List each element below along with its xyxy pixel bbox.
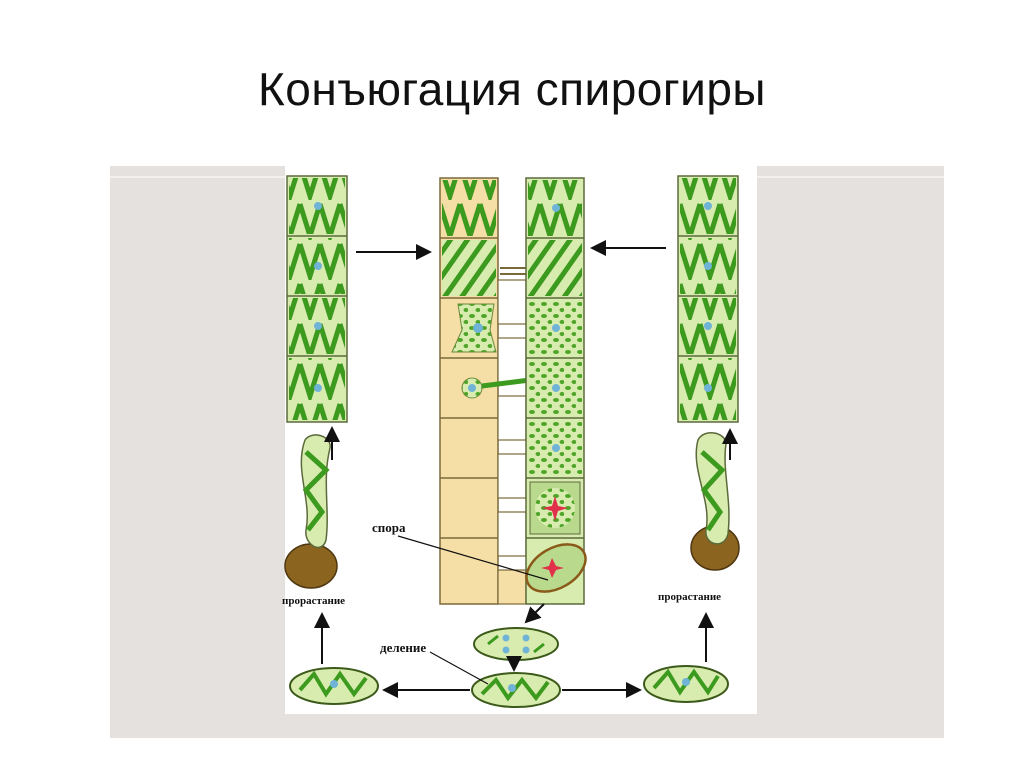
label-spore: спора [372, 520, 406, 535]
arrows [314, 240, 714, 698]
label-germination-right: прорастание [658, 591, 721, 603]
label-germination-left: прорастание [282, 595, 345, 607]
label-division: деление [380, 640, 426, 655]
left-germination [284, 426, 340, 589]
left-filament [286, 175, 348, 423]
right-germination [690, 428, 740, 571]
right-filament [677, 175, 739, 423]
slide-title: Конъюгация спирогиры [257, 63, 766, 115]
division-cycle [289, 627, 729, 708]
conjugating-filaments [439, 177, 587, 605]
